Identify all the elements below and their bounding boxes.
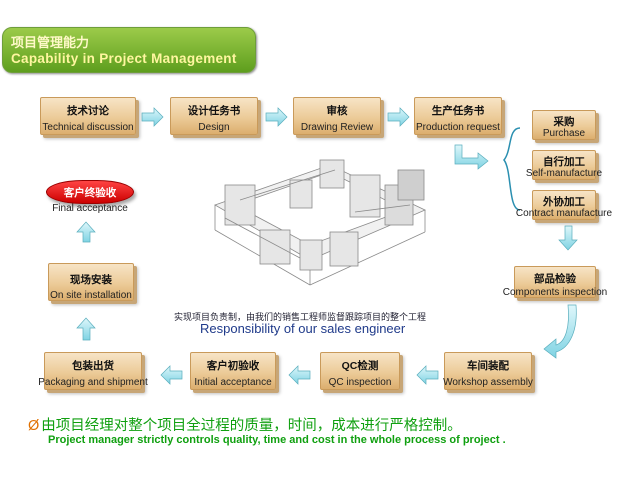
arrow-left-3 [160,365,183,385]
stage-components-zh: 部品检验 [534,273,576,285]
stage-components-inspection: 部品检验 Components inspection [503,266,607,298]
stage-workshop-en: Workshop assembly [443,377,533,388]
stage-design-en: Design [198,122,230,133]
caption-en: Responsibility of our sales engineer [200,321,406,336]
stage-onsite-installation: 现场安装 On site installation [48,263,134,301]
arrow-right-1 [141,107,164,127]
stage-components-en: Components inspection [502,287,608,298]
stage-contract-zh: 外协加工 [543,196,585,208]
stage-technical-zh: 技术讨论 [67,105,109,117]
title-banner: 项目管理能力 Capability in Project Management [2,27,256,73]
footer-en: Project manager strictly controls qualit… [48,434,506,446]
stage-initial-zh: 客户初验收 [206,360,260,372]
arrow-left-2 [288,365,311,385]
stage-onsite-zh: 现场安装 [70,274,112,286]
stage-review-en: Drawing Review [300,122,374,133]
stage-contract-en: Contract manufacture [515,208,613,219]
stage-design-zh: 设计任务书 [187,105,241,117]
stage-purchase-zh: 采购 [553,116,575,128]
stage-production-request: 生产任务书 Production request [414,97,502,135]
stage-workshop-assembly: 车间装配 Workshop assembly [443,352,533,390]
stage-final-acceptance: 客户终验收 Final acceptance [46,180,134,214]
stage-initial-en: Initial acceptance [194,377,272,388]
bullet-symbol: Ø [28,418,40,434]
footer-zh: 由项目经理对整个项目全过程的质量，时间，成本进行严格控制。 [41,418,462,434]
arrow-bend-production [454,144,489,170]
caption-zh: 实现项目负责制，由我们的销售工程师监督跟踪项目的整个工程 [174,312,427,322]
stage-qc-inspection: QC检测 QC inspection [320,352,400,390]
stage-packaging-shipment: 包装出货 Packaging and shipment [38,352,148,390]
arrow-down-components [558,225,578,251]
stage-final-zh: 客户终验收 [63,187,117,199]
arrow-right-2 [265,107,288,127]
stage-self-manufacture: 自行加工 Self-manufacture [526,150,602,180]
stage-initial-acceptance: 客户初验收 Initial acceptance [190,352,276,390]
stage-qc-en: QC inspection [328,377,392,388]
stage-technical-en: Technical discussion [42,122,134,133]
machinery-illustration [214,159,426,286]
arrow-left-1 [416,365,439,385]
stage-packaging-zh: 包装出货 [72,360,114,372]
stage-technical-discussion: 技术讨论 Technical discussion [40,97,136,135]
stage-production-en: Production request [416,122,500,133]
stage-review-zh: 审核 [326,105,348,117]
stage-contract-manufacture: 外协加工 Contract manufacture [516,190,612,220]
stage-purchase: 采购 Purchase [532,110,596,140]
stage-design: 设计任务书 Design [170,97,258,135]
stage-qc-zh: QC检测 [341,360,379,372]
title-en: Capability in Project Management [11,51,237,66]
arrow-up-1 [76,317,96,341]
arrow-up-2 [76,221,96,243]
stage-purchase-en: Purchase [542,128,586,139]
stage-packaging-en: Packaging and shipment [38,377,148,388]
stage-onsite-en: On site installation [50,290,132,301]
brace [503,127,521,211]
stage-final-en: Final acceptance [52,203,128,214]
arrow-curve-workshop [543,304,577,359]
stage-self-en: Self-manufacture [525,168,603,179]
stage-drawing-review: 审核 Drawing Review [293,97,381,135]
stage-production-zh: 生产任务书 [431,105,485,117]
stage-self-zh: 自行加工 [543,156,585,168]
title-zh: 项目管理能力 [11,35,90,50]
arrow-right-3 [387,107,410,127]
stage-workshop-zh: 车间装配 [467,360,509,372]
